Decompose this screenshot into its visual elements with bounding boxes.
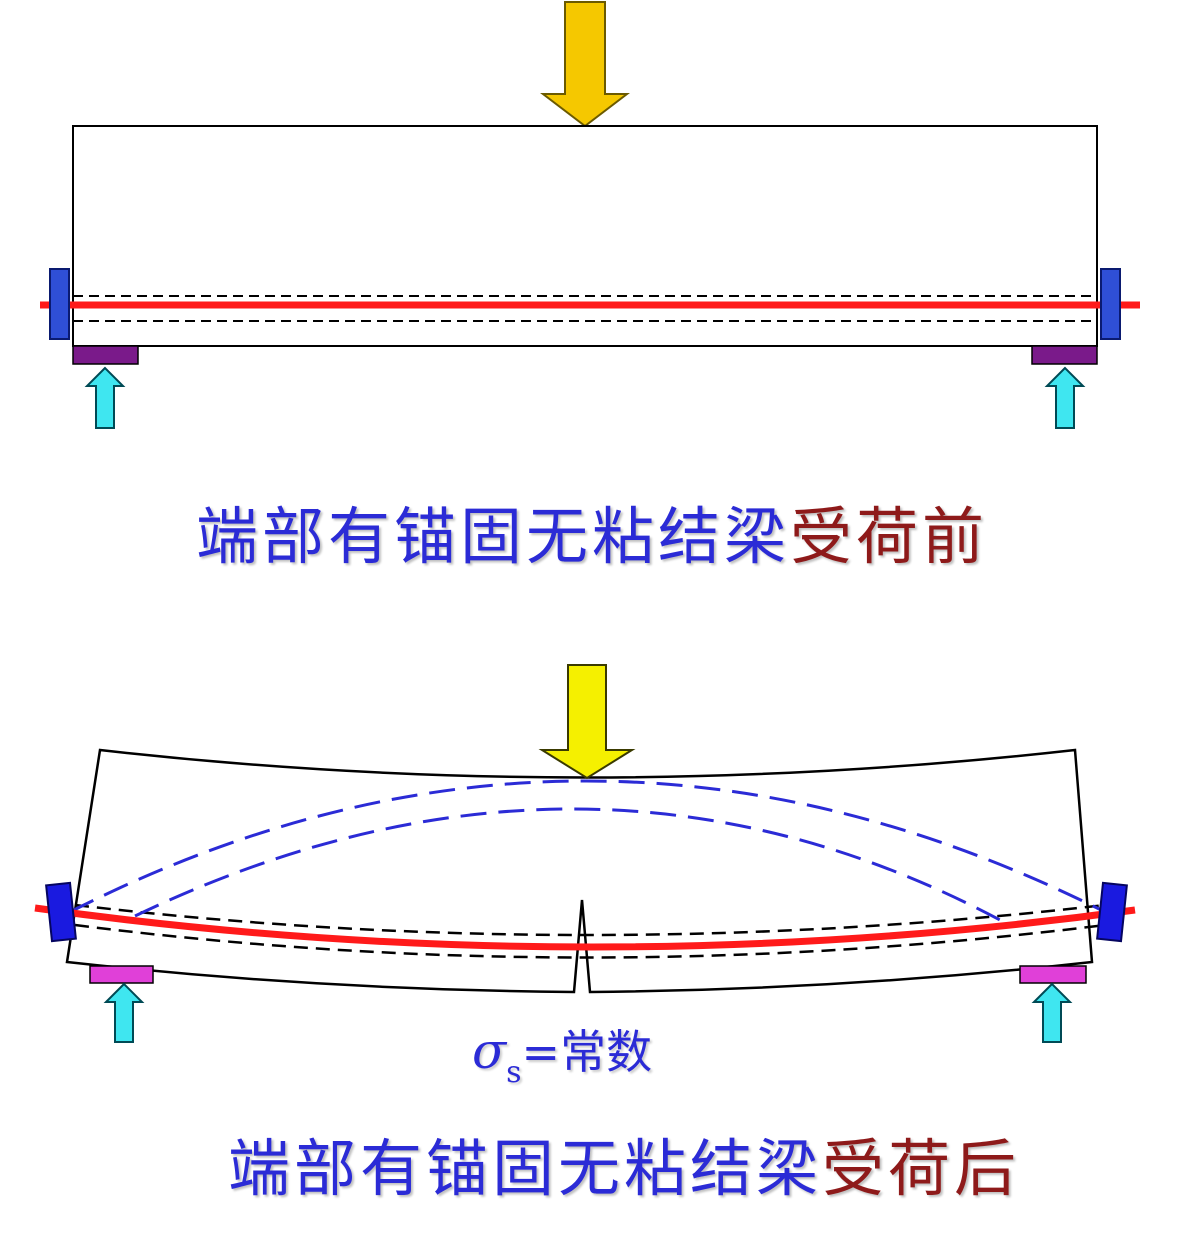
bottom-left-anchor [45, 881, 77, 943]
bottom-parabola-lower [134, 807, 1001, 922]
bottom-left-bearing [89, 965, 154, 984]
top-right-reaction-arrow [1044, 366, 1086, 429]
top-load-arrow [540, 1, 630, 128]
bottom-duct-upper [74, 903, 1106, 937]
top-caption-state: 受荷前 [790, 500, 989, 573]
top-caption-main: 端部有锚固无粘结梁 [196, 500, 791, 573]
bottom-left-reaction-arrow [103, 982, 145, 1043]
bottom-diagram [34, 664, 1136, 1043]
top-left-anchor [49, 268, 70, 340]
bottom-beam [65, 748, 1094, 994]
bottom-duct-lower [74, 923, 1106, 959]
stress-constant-label: σs=常数 [472, 1016, 653, 1090]
top-beam [72, 125, 1098, 347]
stress-text: =常数 [521, 1025, 653, 1079]
stress-subscript: s [506, 1055, 522, 1090]
bottom-right-anchor [1096, 881, 1128, 943]
top-right-anchor [1100, 268, 1121, 340]
bottom-parabola-upper [69, 779, 1106, 914]
top-diagram [40, 1, 1140, 429]
bottom-right-reaction-arrow [1031, 982, 1073, 1043]
stress-symbol: σ [472, 1022, 507, 1080]
bottom-load-arrow [538, 664, 636, 780]
top-caption: 端部有锚固无粘结梁受荷前 [196, 486, 988, 576]
top-right-bearing [1031, 345, 1098, 365]
bottom-caption-main: 端部有锚固无粘结梁 [228, 1132, 823, 1205]
bottom-caption: 端部有锚固无粘结梁受荷后 [228, 1118, 1020, 1208]
bottom-tendon [34, 904, 1136, 951]
bottom-right-bearing [1019, 965, 1087, 984]
top-left-reaction-arrow [84, 366, 126, 429]
bottom-caption-state: 受荷后 [822, 1132, 1021, 1205]
top-left-bearing [72, 345, 139, 365]
